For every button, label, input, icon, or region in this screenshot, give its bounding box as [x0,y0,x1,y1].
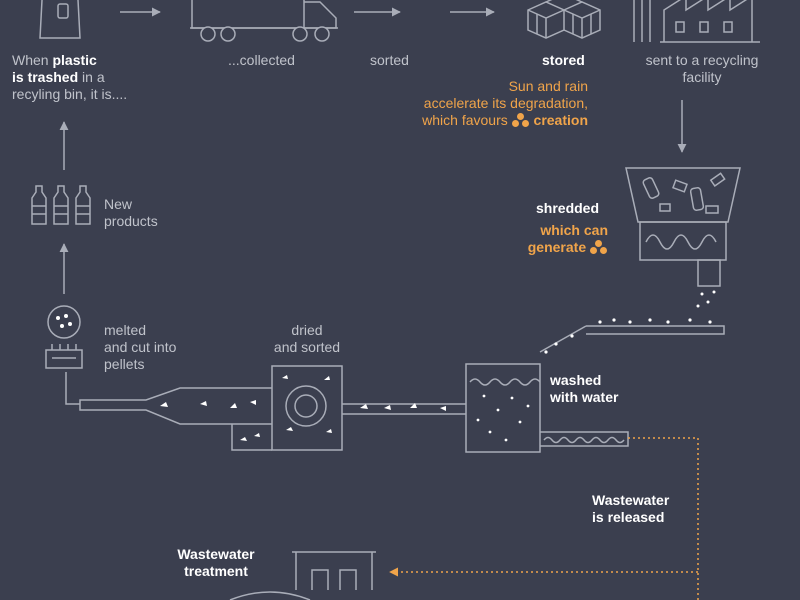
recycling-bin-icon [39,0,81,39]
label-wastewater-released: Wastewater is released [592,492,670,525]
microplastic-dots-icon [56,290,716,442]
wastewater-pipe [628,437,699,600]
extruder-icon [65,372,272,451]
label-sent: sent to a recycling facility [645,52,759,85]
label-degradation: Sun and rain accelerate its degradation,… [422,78,588,128]
label-melted: melted and cut into pellets [104,322,177,372]
label-collected: ...collected [228,52,295,68]
bottles-icon [31,185,91,225]
wash-tank-icon [465,363,629,453]
label-new-products: New products [104,196,158,229]
dryer-icon [271,365,343,451]
factory-icon [633,0,760,43]
treatment-plant-icon [229,551,376,600]
microplastic-dots-icon [590,240,608,254]
label-sorted: sorted [370,52,409,68]
label-trashed: When plastic is trashed in a recyling bi… [12,52,128,102]
pellets-icon [45,305,83,369]
label-shredded: shredded [536,200,600,216]
label-generate: which can generate [527,222,608,255]
storage-cubes-icon [527,0,601,39]
label-washed: washed with water [550,372,619,405]
microplastic-dots-icon [511,113,530,127]
shredder-icon [625,167,741,287]
label-dried: dried and sorted [273,322,341,355]
label-stored: stored [542,52,585,68]
truck-icon [190,0,338,42]
conveyor-icon [539,325,725,353]
label-wastewater-treatment: Wastewater treatment [177,546,255,579]
